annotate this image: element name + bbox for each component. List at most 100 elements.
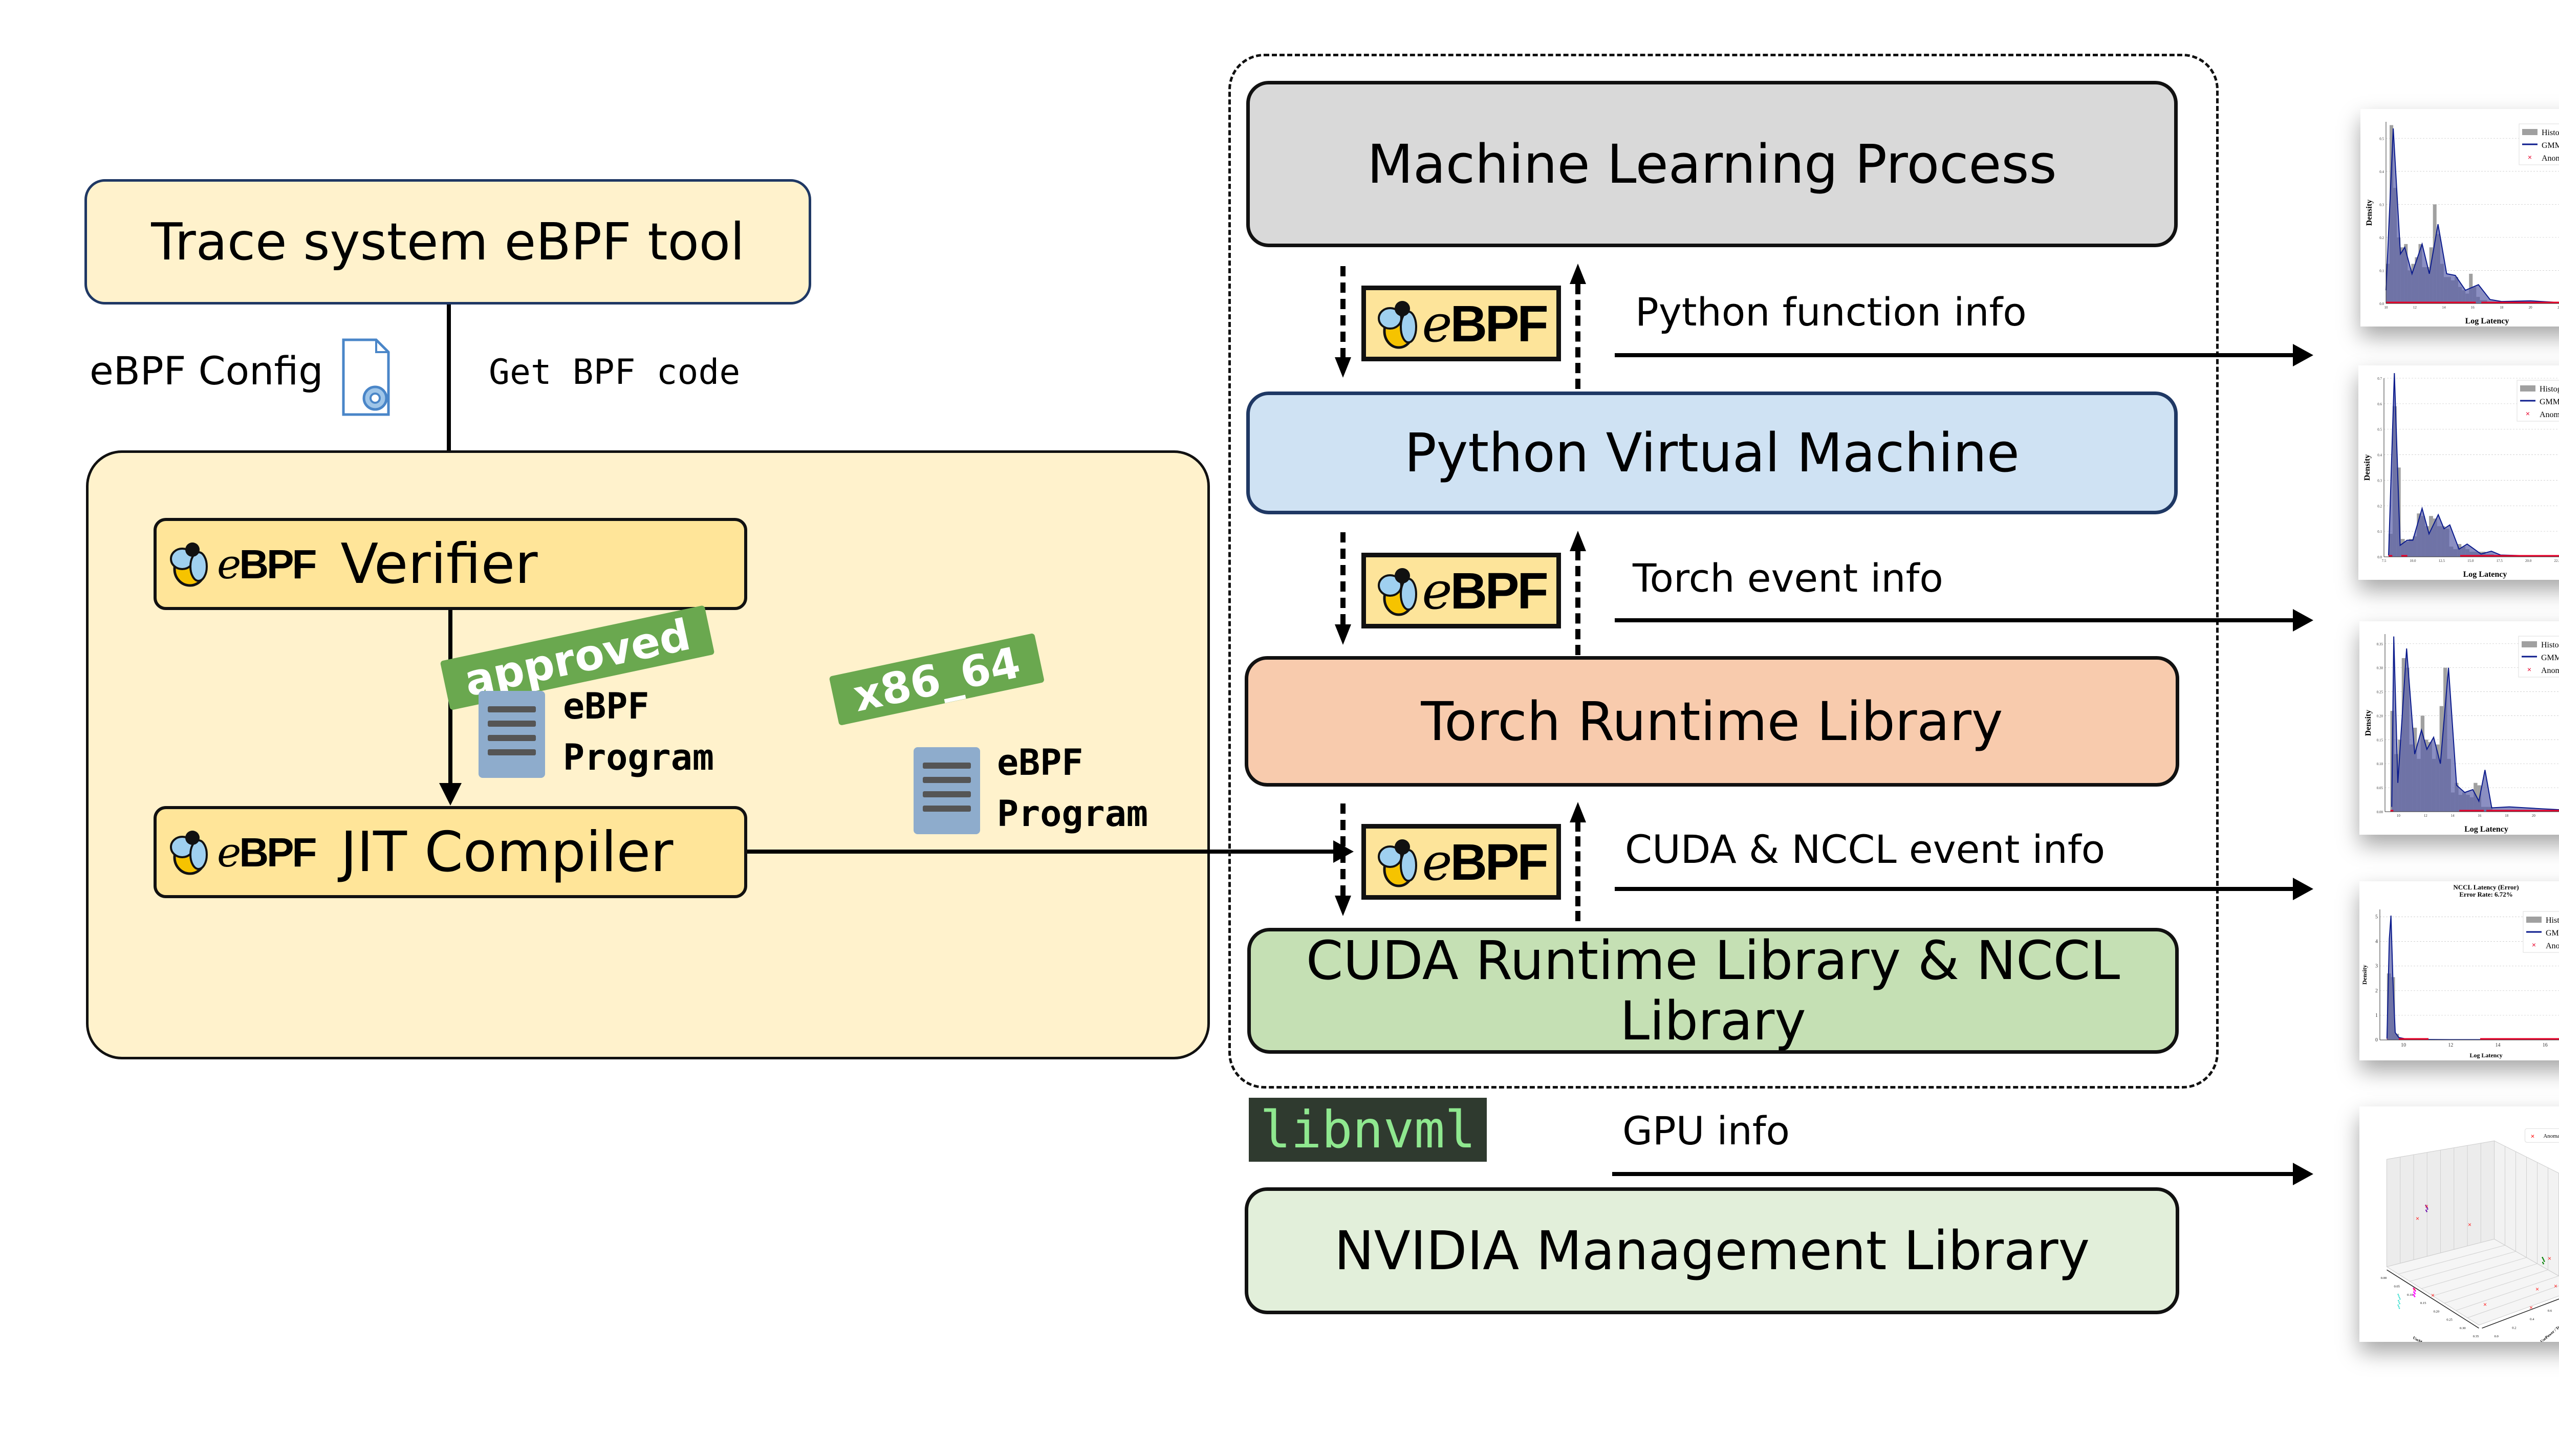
y-tick-label: 0.30 (2377, 666, 2383, 670)
data-point (2398, 1296, 2400, 1298)
arrow-head-down (1335, 896, 1351, 916)
program-label-2: eBPF Program (997, 742, 1148, 835)
arrow-head-up (1570, 802, 1586, 822)
layer-nvml: NVIDIA Management Library (1245, 1187, 2179, 1314)
x-tick-label: 16 (2478, 814, 2482, 818)
anomaly-marker: × (2413, 1286, 2416, 1293)
probe-up-dashed (1575, 550, 1580, 655)
data-point (2543, 1259, 2545, 1261)
y-tick-label: 0.1 (2377, 530, 2382, 534)
ebpf-probe-logo: eBPF (1361, 824, 1561, 900)
legend-swatch-histogram (2520, 385, 2535, 392)
y-tick-label: 0.3 (2379, 203, 2384, 207)
layer-cuda-nccl: CUDA Runtime Library & NCCL Library (1247, 928, 2179, 1054)
x-tick-label: 22.5 (2554, 559, 2559, 563)
legend-swatch-histogram (2522, 641, 2537, 647)
cuda-info-arrow (1615, 887, 2295, 891)
python-info-arrow (1615, 353, 2295, 357)
gpu-info-arrow (1612, 1172, 2295, 1176)
anomaly-marker: × (2535, 1286, 2539, 1293)
legend-swatch-anomaly: × (2528, 153, 2532, 161)
data-point (2542, 1262, 2544, 1264)
torch-info-arrow (1615, 618, 2295, 622)
gridline (2410, 1251, 2516, 1282)
x-tick-label: 0.30 (2460, 1327, 2466, 1330)
y-tick-label: 0.0 (2377, 555, 2382, 559)
gmm-area (2392, 636, 2559, 812)
y-tick-label: 0.4 (2530, 1318, 2534, 1321)
arrow-head-down (1335, 357, 1351, 378)
legend-entry: GMM Fit (2546, 929, 2559, 938)
bee-icon (1378, 839, 1418, 887)
layer-torch-runtime: Torch Runtime Library (1245, 656, 2179, 787)
x-axis-label: UseMem / TotMem (2412, 1335, 2443, 1342)
data-point (2399, 1302, 2401, 1305)
user-space-dashed-container (1228, 54, 2219, 1089)
data-point (2414, 1290, 2416, 1292)
y-axis (2482, 1298, 2559, 1329)
x-axis-label: Log Latency (2465, 317, 2509, 325)
x-tick-label: 0.15 (2420, 1301, 2426, 1305)
x-tick-label: 7.5 (2382, 559, 2387, 563)
y-tick-label: 0.5 (2379, 137, 2384, 141)
y-tick-label: 0.25 (2377, 690, 2383, 694)
get-bpf-code-label: Get BPF code (489, 352, 741, 393)
x-tick-label: 0.10 (2407, 1293, 2413, 1297)
anomaly-marker: × (2554, 1283, 2557, 1290)
legend-entry: Histogram (2541, 641, 2559, 649)
x-tick-label: 18 (2500, 306, 2504, 310)
data-point (2542, 1258, 2544, 1259)
anomaly-marker: × (2425, 1203, 2428, 1210)
data-point (2414, 1296, 2416, 1297)
data-point (2426, 1208, 2428, 1210)
anomaly-marker: × (2468, 1221, 2471, 1228)
x-axis-label: Log Latency (2469, 1052, 2502, 1059)
probe-down-dashed (1340, 532, 1346, 624)
legend-entry: Anomalies (2546, 942, 2559, 950)
y-tick-label: 5 (2375, 914, 2378, 920)
ebpf-logo-text: eeBPFBPF (217, 540, 317, 588)
x-tick-label: 14 (2496, 1042, 2501, 1048)
data-point (2398, 1295, 2400, 1297)
data-point (2398, 1301, 2400, 1303)
data-point (2426, 1210, 2427, 1212)
y-axis-label: Density (2361, 965, 2368, 985)
x-tick-label: 10 (2401, 1042, 2406, 1048)
y-tick-label: 0.00 (2377, 810, 2383, 814)
trace-tool-box: Trace system eBPF tool (84, 179, 811, 305)
x-tick-label: 10 (2384, 306, 2389, 310)
y-tick-label: 0.4 (2377, 453, 2382, 458)
x-axis-label: Log Latency (2464, 825, 2508, 834)
x-tick-label: 16 (2471, 306, 2475, 310)
data-point (2397, 1293, 2399, 1295)
legend-entry: Histogram (2540, 385, 2559, 394)
legend-swatch-anomaly: × (2527, 665, 2531, 673)
y-tick-label: 0.05 (2377, 786, 2383, 790)
probe-up-dashed (1575, 284, 1580, 389)
anomaly-marker: × (2529, 1304, 2533, 1311)
jit-label: JIT Compiler (340, 820, 674, 884)
arrow-head-down (1335, 624, 1351, 645)
x-tick-label: 18 (2505, 814, 2509, 818)
verifier-label: Verifier (340, 532, 538, 596)
data-point (2398, 1307, 2400, 1309)
legend-entry: Anomalies (2540, 410, 2559, 419)
y-tick-label: 0 (2375, 1037, 2378, 1043)
jit-to-cuda-probe-line (747, 850, 1341, 854)
bee-icon (167, 538, 213, 590)
chart-svg: NCCL Latency (Error)Error Rate: 6.72%012… (2361, 883, 2559, 1059)
probe-info-label: GPU info (1622, 1108, 1790, 1154)
y-tick-label: 0.2 (2379, 236, 2384, 240)
bee-icon (1378, 301, 1418, 349)
y-tick-label: 0.7 (2377, 377, 2382, 381)
data-point (2398, 1306, 2400, 1308)
legend-box (2525, 1128, 2559, 1143)
trace-tool-label: Trace system eBPF tool (151, 212, 745, 272)
probe-up-dashed (1575, 821, 1580, 921)
gmm-area (2386, 128, 2559, 303)
y-tick-label: 4 (2375, 939, 2378, 945)
data-point (2426, 1207, 2428, 1209)
y-tick-label: 0.6 (2548, 1309, 2552, 1313)
program-doc-icon (914, 747, 980, 834)
